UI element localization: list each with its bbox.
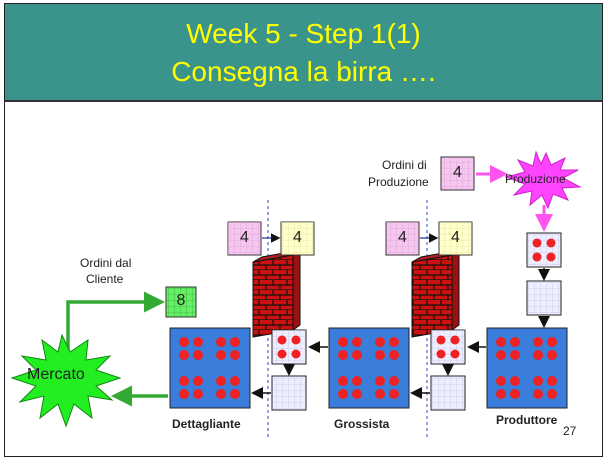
production-burst xyxy=(504,150,582,210)
orders-production-label-line2: Produzione xyxy=(368,175,429,189)
warehouse-producer xyxy=(486,327,568,409)
title-band: Week 5 - Step 1(1) Consegna la birra …. xyxy=(5,4,602,100)
retailer-order-out-value: 4 xyxy=(293,229,302,246)
slide-title-line2: Consegna la birra …. xyxy=(171,56,436,87)
shipment-box-full-wholesaler xyxy=(430,329,466,365)
retailer-order-in-value: 4 xyxy=(240,229,249,246)
warehouse-retailer xyxy=(169,327,251,409)
shipment-box-full-retailer xyxy=(271,329,307,365)
slide-border xyxy=(4,3,603,457)
warehouse-wholesaler xyxy=(328,327,410,409)
production-box-full xyxy=(526,232,562,268)
title-divider xyxy=(5,100,602,102)
order-box-retailer-out xyxy=(280,221,315,256)
slide-title-line1: Week 5 - Step 1(1) xyxy=(186,18,421,49)
production-order-value: 4 xyxy=(453,164,462,181)
order-box-wholesaler-out xyxy=(438,221,473,256)
producer-label: Produttore xyxy=(496,413,558,427)
wholesaler-order-in-value: 4 xyxy=(398,229,407,246)
shipment-box-empty-retailer xyxy=(271,375,307,411)
orders-production-label-line1: Ordini di xyxy=(382,158,427,172)
wholesaler-order-out-value: 4 xyxy=(451,229,460,246)
order-box-retailer-in xyxy=(227,221,262,256)
market-burst xyxy=(10,333,122,428)
shipment-box-empty-wholesaler xyxy=(430,375,466,411)
page-number: 27 xyxy=(563,424,577,438)
production-label: Produzione xyxy=(505,172,566,186)
order-box-wholesaler-in xyxy=(385,221,420,256)
wholesaler-label: Grossista xyxy=(334,417,390,431)
customer-order-value: 8 xyxy=(176,292,186,309)
market-label: Mercato xyxy=(27,366,85,383)
production-box-empty xyxy=(526,280,562,316)
order-box-production xyxy=(440,156,475,191)
order-box-customer xyxy=(165,286,197,318)
retailer-label: Dettagliante xyxy=(172,417,241,431)
customer-orders-label-line2: Cliente xyxy=(86,272,124,286)
customer-orders-label-line1: Ordini dal xyxy=(80,256,132,270)
green-arrow-market-to-orders xyxy=(66,291,165,352)
